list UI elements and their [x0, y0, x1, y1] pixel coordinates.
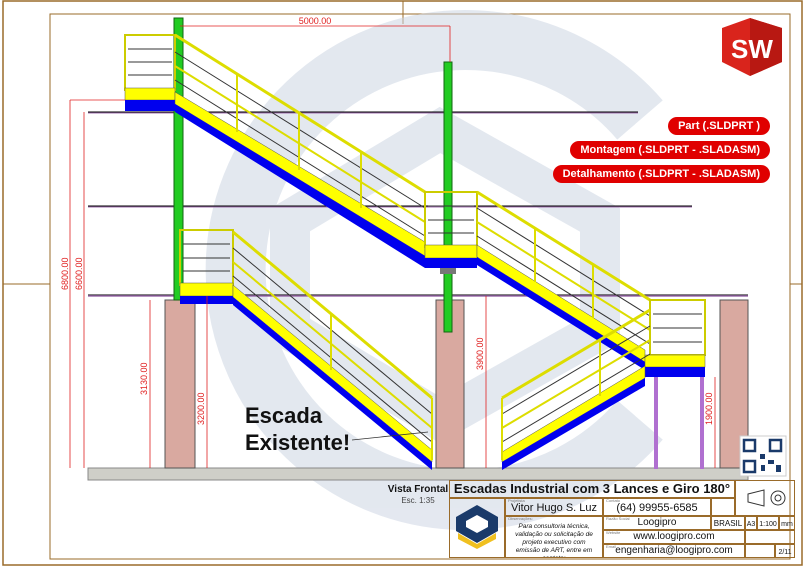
top-landing — [124, 34, 176, 111]
qr-code — [739, 435, 787, 477]
dim-span: 5000.00 — [299, 16, 332, 26]
projection-symbol — [735, 480, 795, 516]
badge-drawing: Detalhamento (.SLDPRT - .SLADASM) — [552, 165, 770, 183]
dim-top-total: 6800.00 — [60, 257, 70, 290]
column — [173, 17, 184, 301]
dimensions: 5000.00 6800.00 6600.00 3130.00 3200.00 … — [60, 16, 716, 468]
notes: Para consultoria técnica, validação ou s… — [515, 523, 593, 557]
pillar — [164, 299, 196, 469]
annotation-line2: Existente! — [245, 430, 350, 455]
dim-mid-inner: 3200.00 — [196, 392, 206, 425]
dim-mid-right: 3900.00 — [475, 337, 485, 370]
right-landing — [644, 299, 706, 469]
title-cell: Escadas Industrial com 3 Lances e Giro 1… — [449, 480, 735, 498]
annotation-leader — [351, 431, 429, 441]
unit: mm — [781, 521, 793, 528]
stair-flight-3 — [501, 308, 651, 470]
view-scale: Esc. 1:35 — [401, 496, 435, 505]
sheet-size: A3 — [746, 521, 756, 528]
column — [443, 61, 453, 333]
country: BRASIL — [713, 519, 743, 528]
badge-part: Part (.SLDPRT ) — [668, 117, 770, 135]
company-logo — [449, 498, 505, 558]
dim-low-right: 1900.00 — [704, 392, 714, 425]
drawing-title: Escadas Industrial com 3 Lances e Giro 1… — [453, 481, 731, 496]
stair-flight-1 — [174, 33, 426, 268]
svg-text:SW: SW — [731, 34, 773, 64]
sheet-number: 2/11 — [778, 549, 792, 556]
lower-landing — [179, 229, 234, 304]
designer: Vitor Hugo S. Luz — [510, 502, 597, 514]
dim-mid-left: 3130.00 — [139, 362, 149, 395]
dim-top-floor: 6600.00 — [74, 257, 84, 290]
title-block: Escadas Industrial com 3 Lances e Giro 1… — [449, 480, 795, 558]
view-title: Vista Frontal — [388, 484, 449, 495]
email[interactable]: engenharia@loogipro.com — [615, 545, 733, 556]
badge-assembly: Montagem (.SLDPRT - .SLADASM) — [570, 141, 770, 159]
website[interactable]: www.loogipro.com — [633, 531, 715, 542]
stair-flight-existing — [232, 230, 433, 470]
middle-landing — [424, 191, 478, 268]
solidworks-logo: SW — [722, 18, 782, 76]
ground-slab — [87, 467, 749, 481]
company: Loogipro — [637, 517, 677, 528]
annotation-line1: Escada — [245, 403, 323, 428]
phone: (64) 99955-6585 — [616, 502, 698, 514]
scale: 1:100 — [759, 521, 777, 528]
